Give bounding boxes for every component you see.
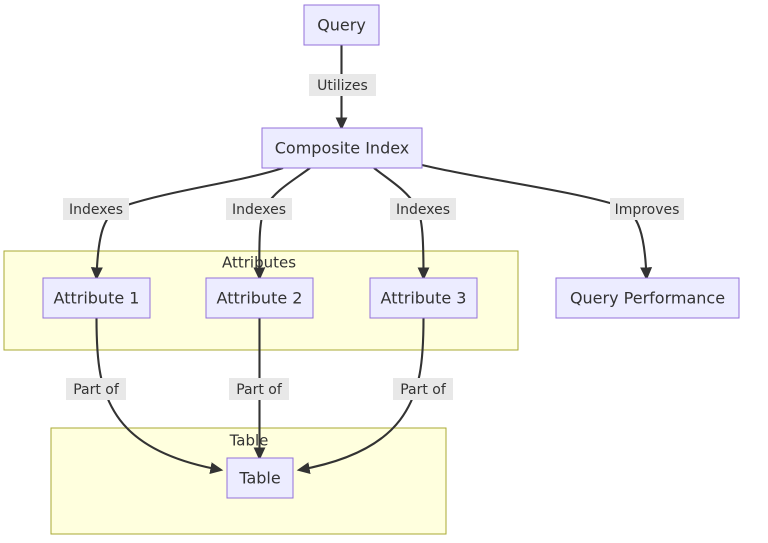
- edge-composite-index-to-attribute-1: [90, 167, 284, 281]
- node-query-performance[interactable]: Query Performance: [555, 277, 740, 319]
- edge-composite-index-to-query-performance: [421, 163, 653, 281]
- node-query-rect[interactable]: [303, 4, 380, 46]
- edge-label-utilizes-bg: [309, 74, 376, 96]
- node-composite-index-rect[interactable]: [261, 127, 423, 169]
- node-attribute-2[interactable]: Attribute 2: [205, 277, 314, 319]
- edge-label-part-of-1-bg: [66, 378, 126, 400]
- edge-label-part-of-2-bg: [229, 378, 289, 400]
- node-attribute-3-label: Attribute 3: [381, 289, 467, 308]
- edge-label-indexes-1: Indexes: [63, 198, 129, 220]
- node-table-label: Table: [238, 469, 280, 488]
- edge-label-indexes-3-text: Indexes: [396, 202, 450, 218]
- edge-label-part-of-3: Part of: [393, 378, 453, 400]
- node-query-performance-rect[interactable]: [555, 277, 740, 319]
- node-attribute-3[interactable]: Attribute 3: [369, 277, 478, 319]
- edge-attribute-3-to-table: [296, 317, 425, 475]
- edge-label-indexes-3: Indexes: [390, 198, 456, 220]
- edge-label-part-of-1-text: Part of: [73, 382, 120, 398]
- node-composite-index[interactable]: Composite Index: [261, 127, 423, 169]
- edge-label-part-of-3-text: Part of: [400, 382, 447, 398]
- edge-attribute-1-to-table: [95, 317, 224, 475]
- node-query-label: Query: [317, 16, 366, 35]
- edge-label-part-of-1: Part of: [66, 378, 126, 400]
- edge-label-improves: Improves: [610, 198, 684, 220]
- edge-label-indexes-2-text: Indexes: [232, 202, 286, 218]
- edge-label-indexes-1-bg: [63, 198, 129, 220]
- node-query[interactable]: Query: [303, 4, 380, 46]
- node-query-performance-label: Query Performance: [570, 289, 725, 308]
- node-composite-index-label: Composite Index: [275, 139, 410, 158]
- node-attribute-2-rect[interactable]: [205, 277, 314, 319]
- node-attribute-1[interactable]: Attribute 1: [42, 277, 151, 319]
- edge-label-indexes-2-bg: [226, 198, 292, 220]
- node-attribute-1-rect[interactable]: [42, 277, 151, 319]
- edge-label-improves-text: Improves: [615, 202, 680, 218]
- node-attribute-2-label: Attribute 2: [217, 289, 303, 308]
- edge-label-improves-bg: [610, 198, 684, 220]
- edge-label-utilizes-text: Utilizes: [317, 78, 368, 94]
- edge-label-indexes-2: Indexes: [226, 198, 292, 220]
- edge-label-indexes-3-bg: [390, 198, 456, 220]
- cluster-attributes-title: Attributes: [222, 254, 296, 272]
- edge-label-utilizes: Utilizes: [309, 74, 376, 96]
- edge-label-indexes-1-text: Indexes: [69, 202, 123, 218]
- node-table-rect[interactable]: [226, 457, 294, 499]
- node-table[interactable]: Table: [226, 457, 294, 499]
- node-attribute-3-rect[interactable]: [369, 277, 478, 319]
- edge-label-part-of-3-bg: [393, 378, 453, 400]
- node-attribute-1-label: Attribute 1: [54, 289, 140, 308]
- edge-label-part-of-2-text: Part of: [236, 382, 283, 398]
- cluster-table-title: Table: [229, 432, 269, 450]
- edge-label-part-of-2: Part of: [229, 378, 289, 400]
